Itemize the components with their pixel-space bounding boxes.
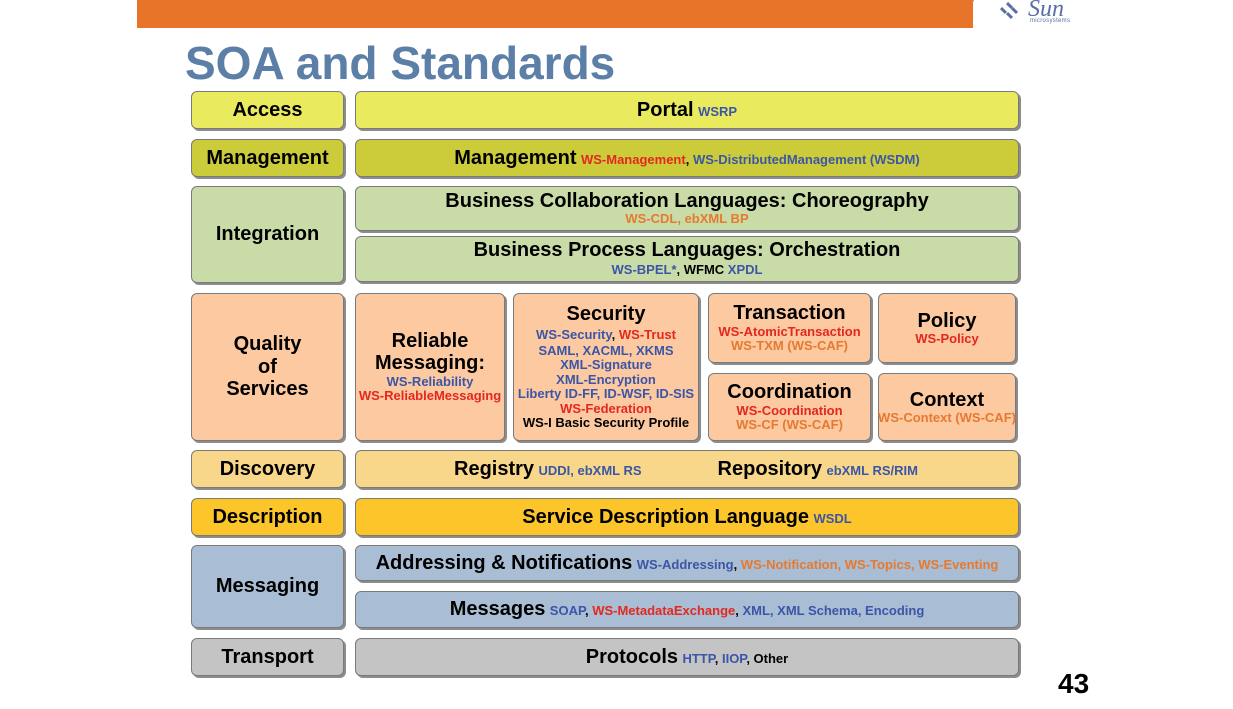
choreography-box: Business Collaboration Languages: Choreo…	[355, 186, 1019, 231]
std-ws-policy: WS-Policy	[915, 330, 979, 346]
std-wsdm: WS-DistributedManagement (WSDM)	[692, 151, 920, 167]
std-xml-schema-encoding: XML, XML Schema, Encoding	[742, 603, 925, 619]
std-liberty: Liberty ID-FF, ID-WSF, ID-SIS	[517, 386, 695, 402]
choreography-standards: WS-CDL, ebXML BP	[625, 211, 749, 227]
coordination-box: Coordination WS-Coordination WS-CF (WS-C…	[708, 373, 871, 441]
policy-title: Policy	[917, 309, 977, 332]
std-ws-atomictransaction: WS-AtomicTransaction	[718, 323, 861, 339]
orchestration-title: Business Process Languages: Orchestratio…	[473, 238, 901, 261]
std-soap: SOAP	[549, 603, 585, 619]
layer-label-discovery: Discovery	[191, 450, 344, 488]
layer-label-text: Access	[232, 98, 303, 121]
security-box: Security WS-Security, WS-Trust SAML, XAC…	[513, 293, 699, 441]
repository-title: Repository	[717, 457, 823, 480]
description-title: Service Description Language	[522, 505, 810, 528]
layer-content-access: Portal WSRP	[355, 91, 1019, 129]
separator: ,	[611, 326, 619, 342]
std-ws-coordination: WS-Coordination	[736, 402, 843, 418]
std-ws-bpel: WS-BPEL*	[611, 262, 677, 278]
layer-label-qos: Quality of Services	[191, 293, 344, 441]
layer-label-text: Quality	[233, 333, 302, 356]
std-ws-i-basic-security: WS-I Basic Security Profile	[522, 415, 690, 431]
std-ws-cf: WS-CF (WS-CAF)	[736, 417, 843, 433]
std-ws-federation: WS-Federation	[560, 400, 652, 416]
layer-content-transport: Protocols HTTP, IIOP, Other	[355, 638, 1019, 676]
context-title: Context	[909, 388, 985, 411]
transaction-box: Transaction WS-AtomicTransaction WS-TXM …	[708, 293, 871, 363]
layer-label-transport: Transport	[191, 638, 344, 676]
reliable-messaging-title: Reliable	[391, 330, 469, 353]
sun-logo-text: Sun	[1028, 0, 1064, 22]
std-notification-topics-eventing: WS-Notification, WS-Topics, WS-Eventing	[740, 556, 999, 572]
layer-label-text: Messaging	[215, 575, 320, 598]
layer-label-text: Discovery	[219, 457, 316, 480]
std-registry: UDDI, ebXML RS	[538, 462, 642, 478]
std-wsrp: WSRP	[698, 103, 738, 119]
protocols-title: Protocols	[585, 645, 679, 668]
std-xpdl: XPDL	[724, 262, 763, 278]
std-xml-encryption: XML-Encryption	[556, 371, 656, 387]
context-box: Context WS-Context (WS-CAF)	[878, 373, 1016, 441]
std-ws-reliability: WS-Reliability	[386, 373, 474, 389]
std-xml-signature: XML-Signature	[560, 357, 652, 373]
std-ws-reliablemessaging: WS-ReliableMessaging	[358, 388, 502, 404]
sun-logo-subtext: microsystems	[1030, 18, 1071, 24]
sun-logo-icon	[999, 2, 1019, 20]
std-ws-txm: WS-TXM (WS-CAF)	[731, 338, 848, 354]
std-ws-metadataexchange: WS-MetadataExchange	[592, 603, 736, 619]
addressing-box: Addressing & Notifications WS-Addressing…	[355, 545, 1019, 581]
layer-label-text: Services	[226, 378, 309, 401]
reliable-messaging-title: Messaging:	[374, 352, 486, 375]
policy-box: Policy WS-Policy	[878, 293, 1016, 363]
layer-content-discovery: Registry UDDI, ebXML RS Repository ebXML…	[355, 450, 1019, 488]
separator: ,	[746, 650, 754, 666]
registry-title: Registry	[454, 457, 535, 480]
std-wfmc: WFMC	[683, 262, 725, 278]
transaction-title: Transaction	[733, 302, 846, 325]
layer-label-text: Description	[212, 505, 323, 528]
messages-title: Messages	[449, 598, 546, 621]
header-bar-tail	[962, 0, 974, 28]
std-ws-context: WS-Context (WS-CAF)	[878, 409, 1016, 425]
portal-title: Portal	[636, 98, 694, 121]
separator: ,	[584, 603, 593, 619]
coordination-title: Coordination	[727, 381, 852, 404]
security-title: Security	[566, 303, 646, 326]
addressing-title: Addressing & Notifications	[375, 551, 633, 574]
layer-label-description: Description	[191, 498, 344, 536]
layer-label-text: Management	[206, 146, 329, 169]
layer-label-integration: Integration	[191, 186, 344, 283]
std-http: HTTP	[682, 650, 715, 666]
std-saml-xacml-xkms: SAML, XACML, XKMS	[538, 342, 674, 358]
layer-label-access: Access	[191, 91, 344, 129]
std-other: Other	[753, 650, 789, 666]
layer-label-text: of	[258, 355, 277, 378]
std-ws-trust: WS-Trust	[618, 326, 676, 342]
std-wsdl: WSDL	[813, 510, 852, 526]
reliable-messaging-box: Reliable Messaging: WS-Reliability WS-Re…	[355, 293, 505, 441]
std-ws-addressing: WS-Addressing	[636, 556, 734, 572]
management-title: Management	[454, 146, 577, 169]
separator: ,	[676, 262, 684, 278]
layer-label-messaging: Messaging	[191, 545, 344, 628]
separator: ,	[735, 603, 743, 619]
messages-box: Messages SOAP, WS-MetadataExchange, XML,…	[355, 591, 1019, 628]
header-bar	[137, 0, 973, 28]
separator: ,	[714, 650, 722, 666]
layer-label-text: Transport	[221, 645, 314, 668]
separator: ,	[733, 556, 741, 572]
page-number: 43	[1058, 668, 1090, 699]
std-ws-management: WS-Management	[580, 151, 686, 167]
layer-label-management: Management	[191, 139, 344, 177]
layer-content-management: Management WS-Management, WS-Distributed…	[355, 139, 1019, 177]
std-ws-security: WS-Security	[536, 326, 612, 342]
std-iiop: IIOP	[721, 650, 747, 666]
choreography-title: Business Collaboration Languages: Choreo…	[445, 190, 929, 213]
layer-content-description: Service Description Language WSDL	[355, 498, 1019, 536]
page-title: SOA and Standards	[185, 37, 616, 89]
layer-label-text: Integration	[215, 223, 320, 246]
separator: ,	[685, 151, 693, 167]
std-repository: ebXML RS/RIM	[826, 462, 918, 478]
orchestration-box: Business Process Languages: Orchestratio…	[355, 236, 1019, 282]
